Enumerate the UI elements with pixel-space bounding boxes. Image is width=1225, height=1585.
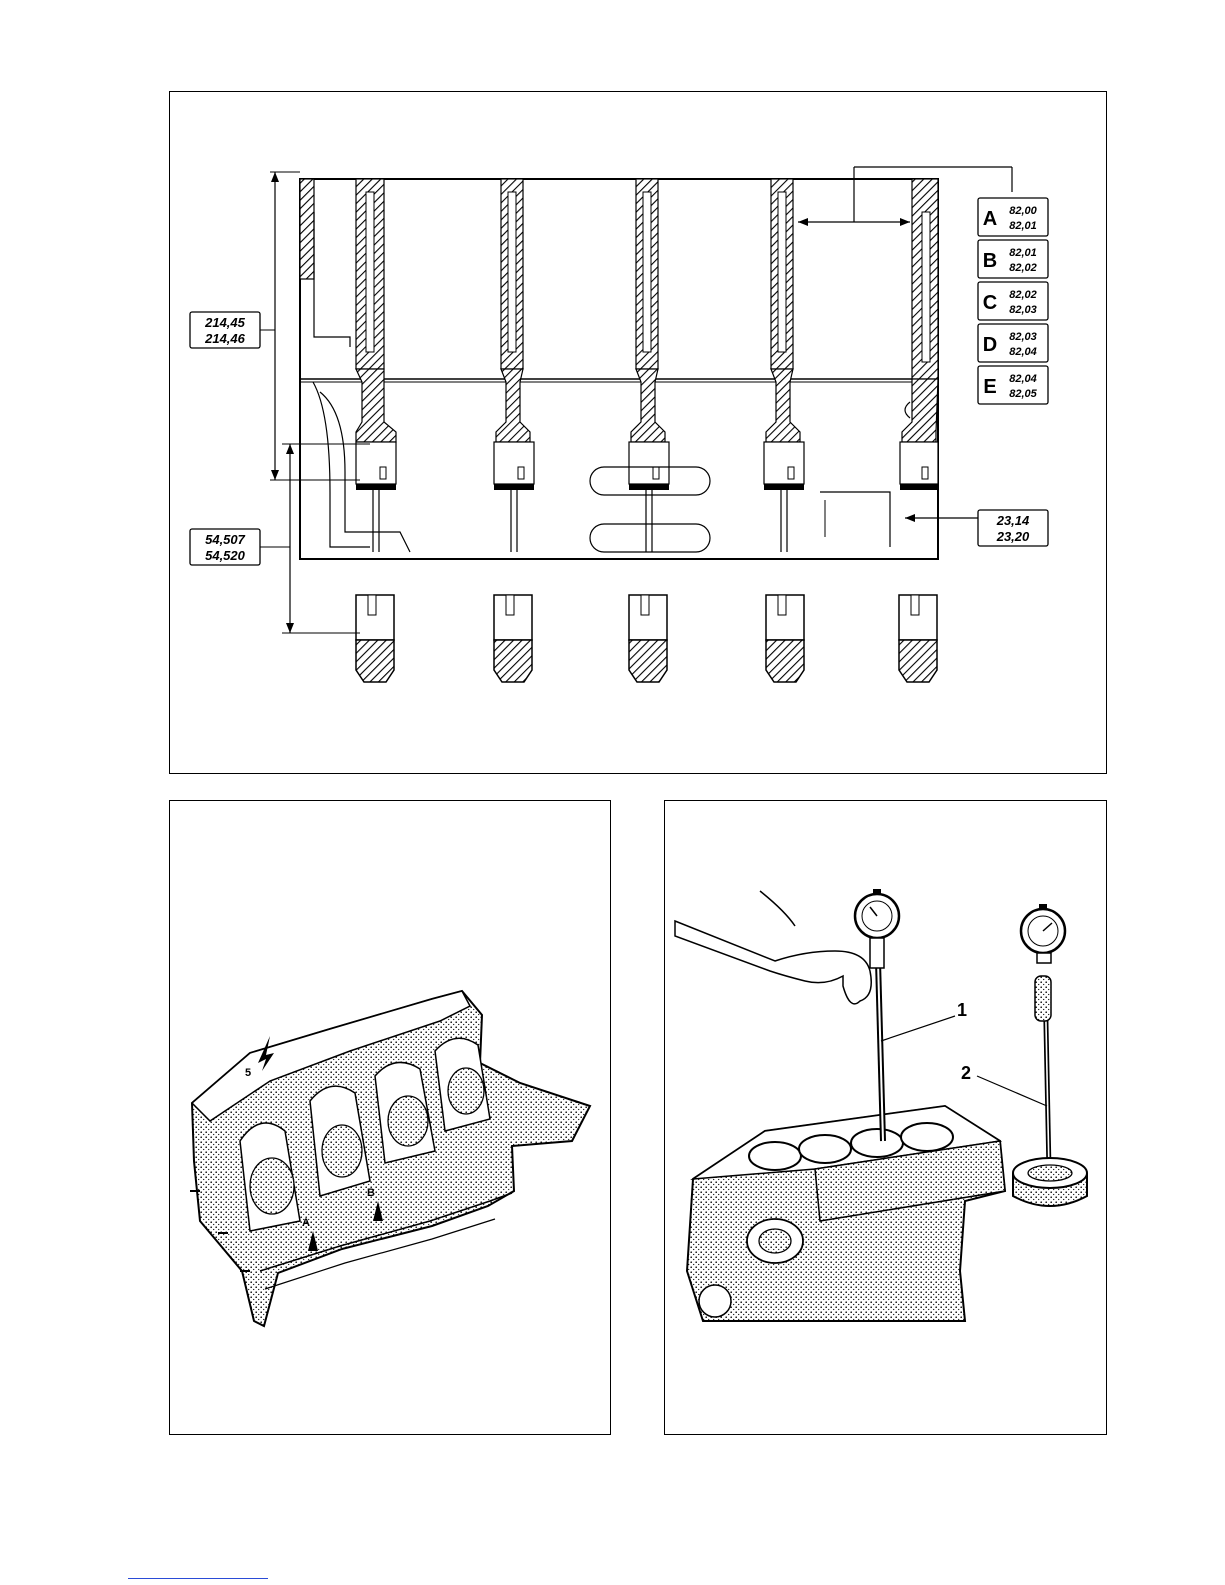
bulkhead-4	[764, 179, 804, 552]
hand-illustration	[675, 921, 871, 1004]
svg-text:82,05: 82,05	[1009, 388, 1037, 400]
callout-label-2: 2	[961, 1063, 971, 1083]
deck-height-line1: 214,45	[204, 315, 246, 330]
callout-label-1: 1	[957, 1000, 967, 1020]
bore-gauge-1	[855, 889, 899, 1141]
bulkhead-1	[356, 179, 396, 552]
svg-text:A: A	[983, 208, 997, 230]
svg-text:82,01: 82,01	[1009, 247, 1037, 259]
svg-text:82,02: 82,02	[1009, 289, 1037, 301]
svg-text:82,02: 82,02	[1009, 262, 1037, 274]
block-outline	[300, 179, 938, 559]
marker-label-A: A	[302, 1217, 310, 1229]
cylinder-block-section-drawing: 214,45 214,46 54,507 54,520 23,14 23,20 …	[170, 92, 1108, 775]
bore-grade-B: B 82,01 82,02	[978, 240, 1048, 278]
svg-text:C: C	[983, 292, 997, 314]
crankcase-perspective-drawing: 5 B A	[170, 801, 612, 1436]
bore-grade-D: D 82,03 82,04	[978, 324, 1048, 362]
thrust-width-line1: 23,14	[996, 513, 1030, 528]
bore-grade-E: E 82,04 82,05	[978, 366, 1048, 404]
main-bore-line2: 54,520	[205, 548, 246, 563]
bore-gauge-measurement-drawing: 1 2	[665, 801, 1108, 1436]
bulkhead-3	[590, 179, 710, 552]
main-bearing-caps	[356, 595, 937, 682]
svg-text:82,04: 82,04	[1009, 346, 1037, 358]
marker-label-5: 5	[245, 1067, 251, 1079]
bore-grade-A: A 82,00 82,01	[978, 198, 1048, 236]
svg-text:82,00: 82,00	[1009, 205, 1037, 217]
footer-link-underline	[128, 1578, 268, 1579]
thrust-width-line2: 23,20	[996, 529, 1030, 544]
main-bore-line1: 54,507	[205, 532, 246, 547]
bore-gauge-measurement-panel: 1 2	[664, 800, 1107, 1435]
svg-text:82,04: 82,04	[1009, 373, 1037, 385]
marker-label-B: B	[367, 1187, 375, 1199]
bulkhead-5	[900, 379, 938, 490]
bulkhead-2	[494, 179, 534, 552]
svg-text:82,01: 82,01	[1009, 220, 1037, 232]
svg-text:E: E	[983, 376, 996, 398]
svg-text:82,03: 82,03	[1009, 331, 1037, 343]
cylinder-block-section-panel: 214,45 214,46 54,507 54,520 23,14 23,20 …	[169, 91, 1107, 774]
deck-height-line2: 214,46	[204, 331, 246, 346]
bore-grade-table: A 82,00 82,01 B 82,01 82,02 C 82,02 82,0…	[978, 198, 1048, 404]
crankcase-perspective-panel: 5 B A	[169, 800, 611, 1435]
bore-gauge-2	[1013, 904, 1087, 1206]
svg-text:D: D	[983, 334, 997, 356]
svg-text:B: B	[983, 250, 997, 272]
bore-grade-C: C 82,02 82,03	[978, 282, 1048, 320]
svg-text:82,03: 82,03	[1009, 304, 1037, 316]
